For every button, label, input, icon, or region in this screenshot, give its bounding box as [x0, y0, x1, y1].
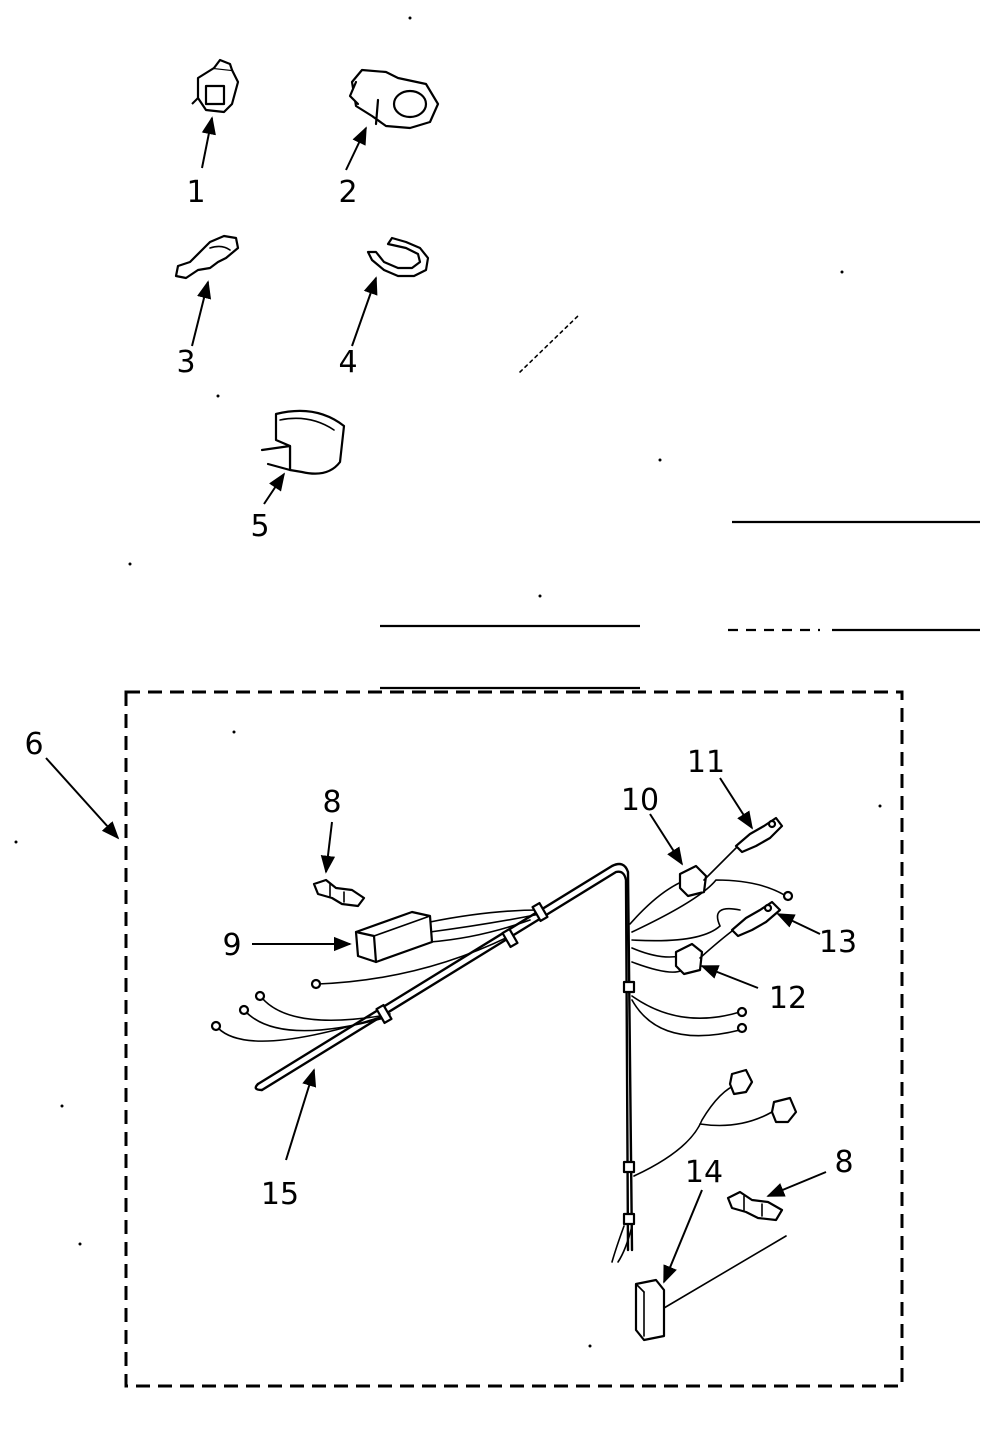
part-8-terminal-upper: [312, 878, 366, 908]
leader-10: [649, 813, 683, 866]
leader-11: [719, 777, 753, 830]
part-13-terminal: [730, 900, 782, 938]
leader-15: [285, 1068, 317, 1161]
wire-harness: [210, 862, 794, 1263]
callout-9: 9: [222, 928, 241, 963]
callout-2: 2: [338, 175, 357, 210]
callout-4: 4: [338, 345, 357, 380]
callout-12: 12: [769, 981, 807, 1016]
part-5-sleeve: [260, 409, 346, 475]
callout-1: 1: [186, 175, 205, 210]
leader-14: [663, 1189, 703, 1284]
callout-10: 10: [621, 783, 659, 818]
tie-line: [663, 1235, 787, 1309]
callout-14: 14: [685, 1155, 723, 1190]
scan-speckles: [14, 16, 882, 1348]
leader-1: [201, 116, 216, 169]
callout-11: 11: [687, 745, 725, 780]
leader-3: [191, 280, 212, 347]
part-9-connector-block: [354, 910, 434, 964]
leader-8a: [320, 821, 336, 874]
plug-terminals: [728, 1068, 798, 1124]
part-3-hook-clip: [174, 234, 240, 280]
callout-8-lower: 8: [834, 1145, 853, 1180]
callout-5: 5: [250, 509, 269, 544]
leader-13: [776, 913, 821, 935]
part-11-terminal: [734, 816, 784, 854]
callout-8-upper: 8: [322, 785, 341, 820]
part-4-ring-clip: [366, 236, 430, 278]
wire-harness-assembly-box: [124, 690, 904, 1388]
callout-15: 15: [261, 1177, 299, 1212]
leader-8b: [766, 1171, 827, 1197]
callout-13: 13: [819, 925, 857, 960]
part-14-connector: [634, 1278, 666, 1342]
leader-12: [700, 965, 759, 989]
part-1-clip: [191, 58, 240, 114]
callout-6: 6: [24, 727, 43, 762]
part-10-connector: [678, 843, 741, 898]
callout-3: 3: [176, 345, 195, 380]
part-2-clamp: [348, 68, 440, 130]
leader-2: [345, 126, 367, 171]
part-8-terminal-lower: [726, 1190, 784, 1222]
leader-5: [263, 472, 285, 505]
leader-6: [45, 757, 120, 840]
scan-mark: [519, 313, 581, 373]
leader-4: [351, 276, 378, 347]
